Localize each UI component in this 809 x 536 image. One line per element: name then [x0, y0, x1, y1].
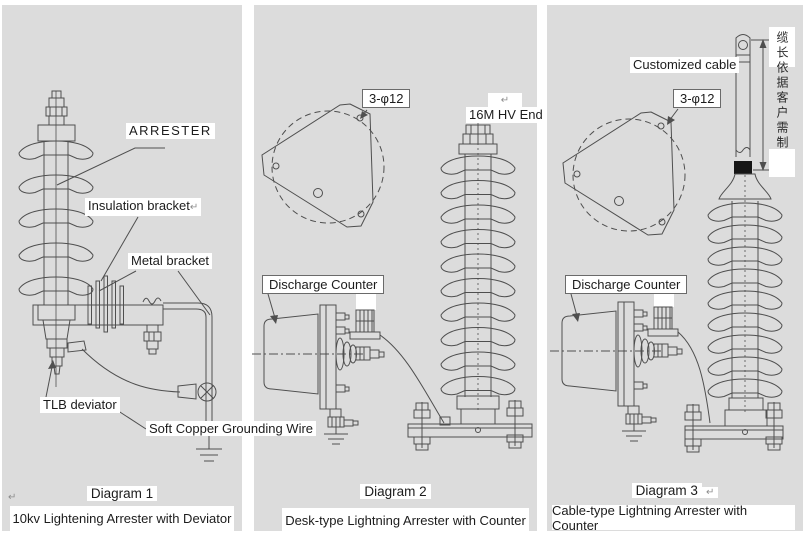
- return-mark-icon: ↵: [500, 95, 510, 106]
- panel-cable-type-arrester: 缆长依据客户需制 Customized cable 3-φ12 Discharg…: [547, 5, 803, 533]
- mounting-holes-label: 3-φ12: [673, 89, 722, 108]
- return-mark-icon: ↵: [701, 487, 719, 498]
- insulation-bracket-text: Insulation bracket: [88, 198, 190, 213]
- panel-desk-type-arrester: 3-φ12 ↵ 16M HV End Discharge Counter Dia…: [251, 5, 546, 533]
- panel2-caption: Desk-type Lightning Arrester with Counte…: [282, 508, 529, 533]
- return-mark-icon: ↵: [8, 492, 17, 503]
- hv-end-label: 16M HV End: [466, 107, 546, 123]
- desk-type-arrester-drawing: [251, 103, 533, 451]
- mounting-holes-label: 3-φ12: [362, 89, 411, 108]
- note-white-patch: [769, 149, 795, 177]
- discharge-counter-label: Discharge Counter: [565, 275, 688, 294]
- insulation-bracket-label: Insulation bracket↵: [85, 198, 202, 216]
- return-mark-box: ↵: [488, 93, 522, 108]
- customized-cable-label: Customized cable: [630, 57, 740, 73]
- deviator-arrester-drawing: [18, 90, 222, 462]
- panel-deviator-arrester: ARRESTER Insulation bracket↵ Metal brack…: [2, 5, 242, 531]
- cable-type-arrester-drawing: [549, 34, 784, 453]
- diagram1-label: Diagram 1: [2, 486, 242, 501]
- discharge-counter-label: Discharge Counter: [262, 275, 385, 294]
- diagram2-label: Diagram 2: [254, 484, 537, 499]
- note-white-patch: [769, 27, 795, 67]
- panel1-caption: 10kv Lightening Arrester with Deviator: [10, 506, 234, 531]
- cable-length-note: 缆长依据客户需制: [775, 31, 789, 151]
- tlb-deviator-label: TLB deviator: [40, 397, 120, 413]
- grounding-wire-label: Soft Copper Grounding Wire: [146, 421, 317, 436]
- arrester-label: ARRESTER: [126, 123, 215, 139]
- metal-bracket-label: Metal bracket: [128, 253, 213, 269]
- diagram3-label: Diagram 3↵: [547, 483, 803, 498]
- return-mark-icon: ↵: [189, 202, 199, 213]
- panel3-caption: Cable-type Lightning Arrester with Count…: [552, 503, 795, 533]
